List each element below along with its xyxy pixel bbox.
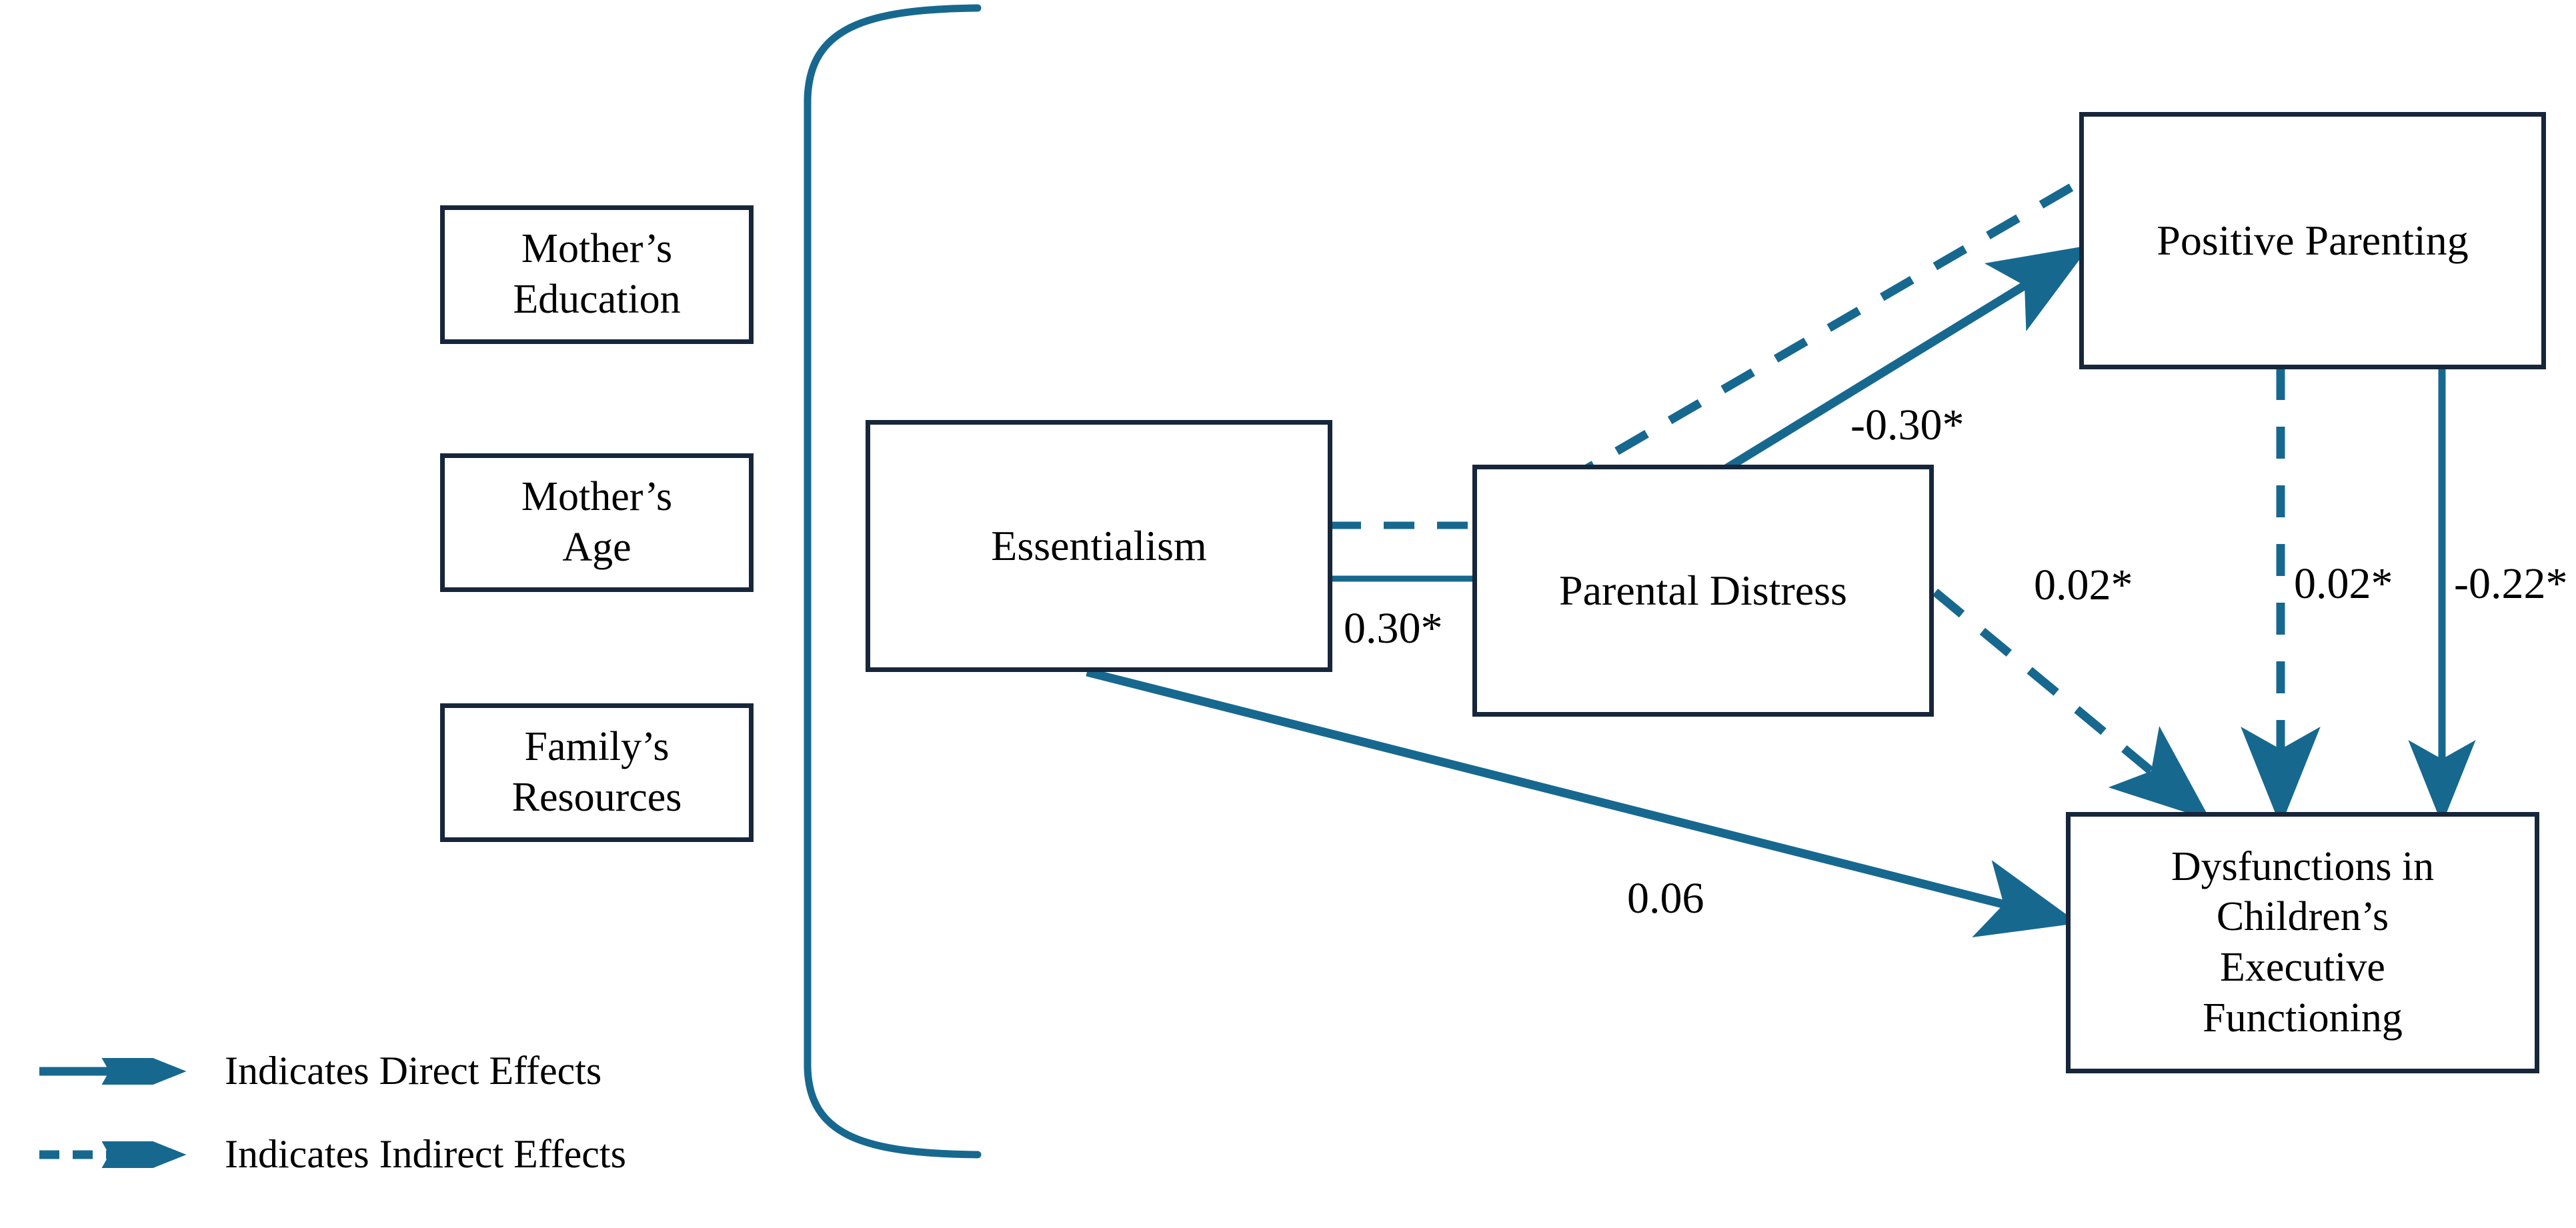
edge-parental-distress-positive-parenting-direct xyxy=(1721,245,2091,474)
node-mothers-education[interactable]: Mother’s Education xyxy=(440,205,754,344)
edge-label-essentialism-dysfunctions: 0.06 xyxy=(1627,874,1704,923)
dashed-arrow-icon xyxy=(39,1141,187,1168)
edge-label-positive-parenting-dysfunctions-direct: -0.22* xyxy=(2454,559,2568,608)
node-dysfunctions-executive-functioning[interactable]: Dysfunctions in Children’s Executive Fun… xyxy=(2066,812,2539,1073)
node-positive-parenting[interactable]: Positive Parenting xyxy=(2079,112,2546,369)
edge-label-parental-distress-dysfunctions: 0.02* xyxy=(2034,561,2133,609)
node-familys-resources[interactable]: Family’s Resources xyxy=(440,703,754,842)
node-essentialism[interactable]: Essentialism xyxy=(866,420,1332,672)
edge-essentialism-dysfunctions-direct xyxy=(1086,667,2079,938)
edge-parental-distress-dysfunctions-indirect xyxy=(1932,588,2211,821)
solid-arrow-icon xyxy=(39,1057,187,1085)
node-parental-distress-label: Parental Distress xyxy=(1559,566,1847,614)
legend-label-indirect-effects: Indicates Indirect Effects xyxy=(225,1132,626,1176)
legend-label-direct-effects: Indicates Direct Effects xyxy=(225,1049,602,1093)
node-mothers-education-label: Mother’s Education xyxy=(513,226,681,322)
legend-item-direct-effects: Indicates Direct Effects xyxy=(37,1048,601,1094)
edge-essentialism-positive-parenting-indirect xyxy=(1561,176,2087,486)
legend-item-indirect-effects: Indicates Indirect Effects xyxy=(37,1131,626,1177)
edge-label-positive-parenting-dysfunctions-indirect: 0.02* xyxy=(2294,559,2393,608)
node-essentialism-label: Essentialism xyxy=(991,521,1207,569)
node-parental-distress[interactable]: Parental Distress xyxy=(1472,465,1934,717)
edge-label-essentialism-parental-distress: 0.30* xyxy=(1344,604,1443,653)
node-familys-resources-label: Family’s Resources xyxy=(511,724,682,820)
node-dysfunctions-executive-functioning-label: Dysfunctions in Children’s Executive Fun… xyxy=(2171,843,2435,1041)
edge-label-parental-distress-positive-parenting: -0.30* xyxy=(1850,401,1965,449)
node-mothers-age-label: Mother’s Age xyxy=(521,474,673,570)
covariate-bracket xyxy=(804,4,982,1159)
node-mothers-age[interactable]: Mother’s Age xyxy=(440,453,754,592)
node-positive-parenting-label: Positive Parenting xyxy=(2157,216,2469,264)
